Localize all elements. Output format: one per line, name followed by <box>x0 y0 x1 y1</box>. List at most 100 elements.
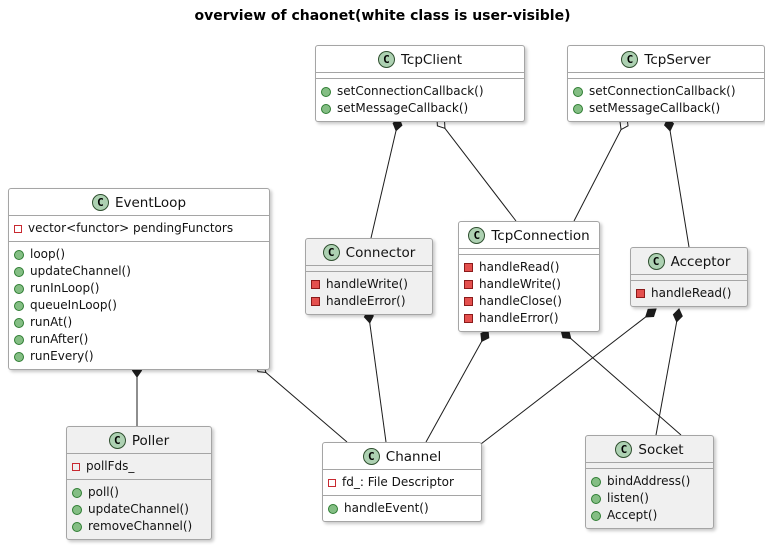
method-row: bindAddress() <box>591 473 708 490</box>
method-label: Accept() <box>607 508 658 522</box>
circled-C-icon: C <box>91 194 109 211</box>
edge-Acceptor-Channel <box>476 308 657 448</box>
methods-compartment: poll()updateChannel()removeChannel() <box>67 479 211 539</box>
fields-compartment: pollFds_ <box>67 453 211 479</box>
public-method-icon <box>72 521 82 532</box>
fields-compartment <box>306 265 432 271</box>
method-row: updateChannel() <box>72 501 206 518</box>
private-field-icon <box>72 462 80 471</box>
method-row: Accept() <box>591 507 708 524</box>
circled-C-icon: C <box>322 244 340 261</box>
edge-TcpServer-TcpConnection <box>573 117 628 222</box>
public-method-icon <box>14 334 24 345</box>
fields-compartment: vector<functor> pendingFunctors <box>9 215 269 241</box>
method-row: setMessageCallback() <box>321 100 519 117</box>
method-row: handleError() <box>311 293 427 310</box>
class-EventLoop: C EventLoop vector<functor> pendingFunctor… <box>8 188 270 370</box>
methods-compartment: setConnectionCallback()setMessageCallbac… <box>568 78 764 121</box>
public-method-icon <box>14 300 24 311</box>
public-method-icon <box>573 86 583 97</box>
method-row: runAfter() <box>14 331 264 348</box>
method-label: handleEvent() <box>344 501 429 515</box>
private-field-icon <box>14 224 22 233</box>
public-method-icon <box>14 283 24 294</box>
method-row: setConnectionCallback() <box>573 83 759 100</box>
edge-Acceptor-Socket <box>655 308 680 436</box>
method-label: bindAddress() <box>607 474 691 488</box>
public-method-icon <box>591 510 601 521</box>
fields-compartment: fd_: File Descriptor <box>323 469 481 495</box>
class-name: TcpConnection <box>491 227 590 244</box>
circled-C-icon: C <box>615 441 633 458</box>
fields-compartment <box>316 72 524 78</box>
method-row: runEvery() <box>14 348 264 365</box>
composition-diamond <box>645 308 657 318</box>
class-name: Channel <box>385 448 442 465</box>
method-label: setMessageCallback() <box>589 101 721 115</box>
class-name: Poller <box>131 432 170 449</box>
method-label: queueInLoop() <box>30 298 117 312</box>
private-method-icon <box>464 263 473 272</box>
method-row: handleClose() <box>464 293 594 310</box>
class-name: EventLoop <box>114 194 187 211</box>
method-label: handleError() <box>479 311 559 325</box>
method-label: handleWrite() <box>326 277 408 291</box>
method-label: handleWrite() <box>479 277 561 291</box>
field-label: pollFds_ <box>86 459 135 473</box>
fields-compartment <box>459 248 599 254</box>
public-method-icon <box>591 493 601 504</box>
class-name: Acceptor <box>670 253 731 270</box>
class-header: C Connector <box>306 239 432 265</box>
methods-compartment: handleWrite() handleError() <box>306 271 432 314</box>
methods-compartment: handleRead() <box>631 280 747 306</box>
method-row: handleRead() <box>464 259 594 276</box>
public-method-icon <box>14 351 24 362</box>
class-name: Socket <box>638 441 684 458</box>
private-method-icon <box>636 289 645 298</box>
fields-compartment <box>631 274 747 280</box>
public-method-icon <box>72 487 82 498</box>
private-method-icon <box>464 297 473 306</box>
method-row: setConnectionCallback() <box>321 83 519 100</box>
method-label: updateChannel() <box>30 264 131 278</box>
public-method-icon <box>14 266 24 277</box>
class-header: C EventLoop <box>9 189 269 215</box>
method-row: removeChannel() <box>72 518 206 535</box>
circled-C-icon: C <box>362 448 380 465</box>
field-row: fd_: File Descriptor <box>328 474 476 491</box>
class-header: C Channel <box>323 443 481 469</box>
method-row: setMessageCallback() <box>573 100 759 117</box>
method-label: setMessageCallback() <box>337 101 469 115</box>
field-row: vector<functor> pendingFunctors <box>14 220 264 237</box>
fields-compartment <box>586 462 713 468</box>
method-label: runAt() <box>30 315 73 329</box>
method-row: handleRead() <box>636 285 742 302</box>
method-row: handleWrite() <box>464 276 594 293</box>
class-name: TcpClient <box>400 51 463 68</box>
methods-compartment: handleRead()handleWrite() handleClose()ha… <box>459 254 599 331</box>
class-name: Connector <box>345 244 416 261</box>
method-row: updateChannel() <box>14 263 264 280</box>
method-row: runInLoop() <box>14 280 264 297</box>
private-method-icon <box>464 280 473 289</box>
edge-TcpServer-Acceptor <box>667 117 690 248</box>
method-row: runAt() <box>14 314 264 331</box>
method-row: queueInLoop() <box>14 297 264 314</box>
method-label: loop() <box>30 247 65 261</box>
edge-EventLoop-Channel <box>255 363 348 443</box>
method-row: handleError() <box>464 310 594 327</box>
public-method-icon <box>321 86 331 97</box>
method-label: handleError() <box>326 294 406 308</box>
class-Connector: C Connector handleWrite() handleError() <box>305 238 433 315</box>
field-label: vector<functor> pendingFunctors <box>28 221 234 235</box>
public-method-icon <box>328 503 338 514</box>
private-method-icon <box>311 297 320 306</box>
edge-TcpClient-Connector <box>370 117 400 239</box>
method-label: runAfter() <box>30 332 89 346</box>
circled-C-icon: C <box>108 432 126 449</box>
method-label: removeChannel() <box>88 519 193 533</box>
